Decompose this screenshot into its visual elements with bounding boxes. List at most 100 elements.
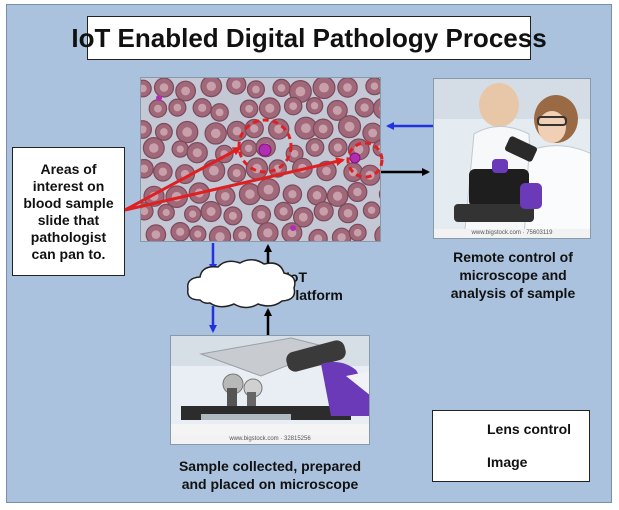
cell-center: [151, 230, 161, 239]
cell-center: [238, 231, 247, 240]
cell-center: [159, 83, 169, 92]
cell-center: [149, 191, 159, 201]
cell-center: [141, 125, 147, 134]
cell-center: [310, 102, 319, 110]
sample-caption: Sample collected, prepared and placed on…: [178, 458, 362, 492]
cell-center: [162, 208, 170, 217]
cell-center: [158, 167, 168, 176]
cell-center: [192, 148, 202, 158]
callout-text: Areas of interest on blood sample slide …: [23, 160, 114, 262]
cell-center: [319, 82, 329, 93]
areas-of-interest-callout: Areas of interest on blood sample slide …: [12, 147, 125, 276]
cell-center: [149, 143, 159, 153]
cell-center: [277, 84, 286, 92]
infected-cell: [258, 143, 272, 157]
cell-center: [180, 169, 190, 179]
infected-cell: [290, 225, 296, 231]
cell-center: [232, 126, 242, 136]
lab-researchers-image: www.bigstock.com · 75603119: [433, 78, 591, 239]
cell-center: [343, 83, 352, 92]
cell-center: [209, 165, 219, 176]
cell-center: [368, 128, 378, 138]
cell-center: [181, 86, 190, 96]
legend-label-lens-control: Lens control: [487, 421, 572, 437]
page-title: IoT Enabled Digital Pathology Process: [71, 22, 547, 53]
cell-center: [298, 163, 307, 173]
cell-center: [232, 80, 241, 89]
cell-center: [198, 103, 207, 112]
title-box: IoT Enabled Digital Pathology Process: [71, 16, 547, 60]
cell-center: [295, 86, 306, 97]
cell-center: [322, 166, 331, 176]
cell-center: [279, 207, 288, 216]
cell-center: [206, 81, 216, 91]
cell-center: [257, 210, 266, 219]
cell-center: [252, 163, 262, 174]
cell-center: [210, 128, 221, 139]
cell-center: [206, 207, 216, 216]
cell-center: [379, 106, 380, 111]
cell-center: [244, 144, 253, 152]
cell-center: [301, 123, 311, 133]
cell-center: [312, 191, 322, 200]
iot-platform-label: IoT Platform: [286, 269, 343, 303]
cell-center: [194, 230, 202, 238]
cell-center: [311, 143, 319, 152]
cell-center: [318, 124, 328, 134]
legend-item-image: Image: [433, 450, 589, 474]
cell-center: [370, 82, 379, 90]
cell-center: [160, 128, 168, 136]
cell-center: [360, 103, 369, 112]
cell-center: [265, 103, 275, 113]
lab-photo-watermark: www.bigstock.com · 75603119: [434, 229, 590, 238]
cell-center: [353, 187, 362, 197]
cell-center: [232, 169, 241, 178]
cell-center: [343, 208, 353, 218]
lab-scene-graphic: [434, 79, 590, 238]
red-blood-cell: [378, 189, 380, 199]
microscope-photo-watermark: www.bigstock.com · 32815256: [171, 435, 369, 444]
cell-center: [314, 234, 323, 241]
cell-center: [245, 104, 253, 113]
cell-center: [273, 164, 282, 173]
infected-cell: [156, 95, 162, 101]
legend-item-lens-control: Lens control: [433, 417, 589, 441]
cell-center: [250, 124, 259, 133]
cell-center: [228, 211, 237, 220]
cell-center: [141, 84, 147, 93]
legend-label-image: Image: [487, 454, 528, 470]
red-blood-cell: [374, 225, 380, 241]
cell-center: [289, 102, 298, 110]
cell-center: [332, 105, 342, 115]
cell-center: [252, 85, 260, 94]
cell-center: [333, 143, 342, 152]
cell-center: [274, 124, 284, 134]
cell-center: [245, 189, 255, 199]
cell-center: [154, 104, 162, 113]
cell-center: [290, 149, 299, 158]
cell-center: [263, 184, 274, 195]
cell-center: [189, 210, 197, 218]
legend: Lens control Image: [432, 410, 590, 482]
cell-center: [353, 228, 362, 237]
cell-center: [319, 207, 328, 216]
cell-center: [220, 150, 229, 158]
cell-center: [182, 127, 192, 137]
cell-center: [288, 190, 297, 199]
infected-cell: [349, 152, 361, 164]
cell-center: [263, 228, 273, 238]
cell-center: [215, 108, 224, 117]
cell-center: [215, 232, 225, 241]
cell-center: [344, 121, 355, 132]
microscope-graphic: [171, 336, 369, 444]
cell-center: [176, 145, 184, 153]
cell-center: [298, 212, 308, 222]
cell-center: [367, 206, 376, 214]
cell-center: [171, 191, 182, 202]
cell-center: [173, 103, 182, 112]
cell-center: [349, 168, 358, 177]
cell-center: [333, 191, 343, 201]
cell-center: [337, 233, 346, 241]
remote-control-caption: Remote control of microscope and analysi…: [450, 249, 576, 301]
blood-slide-image: [140, 77, 381, 242]
